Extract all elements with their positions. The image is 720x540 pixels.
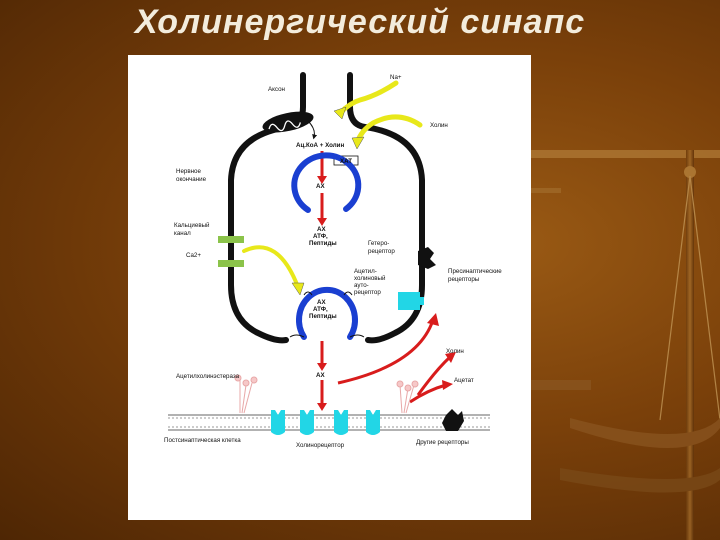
label-ach-cleft: АХ — [316, 372, 325, 379]
label-vesicle1-2: АТФ, — [313, 233, 328, 240]
label-ca-ion: Ca2+ — [186, 252, 201, 259]
label-presyn-1: Пресинаптические — [448, 268, 502, 275]
label-choline-in: Холин — [430, 122, 448, 129]
label-na: Na+ — [390, 74, 402, 81]
cholinergic-synapse-diagram: Аксон Na+ Холин Ац.КоА + Холин ХАТ Нервн… — [164, 72, 502, 449]
ca-influx-arrow — [242, 245, 300, 289]
label-axon: Аксон — [268, 86, 285, 93]
cholinoreceptors — [271, 410, 380, 435]
label-nerve-ending-1: Нервное — [176, 168, 201, 175]
label-hetero-2: рецептор — [368, 248, 395, 255]
label-vesicle2-1: АХ — [317, 299, 326, 306]
acetylcholinesterase-molecules — [234, 374, 419, 414]
label-auto-4: рецептор — [354, 289, 381, 296]
calcium-channel-top — [218, 236, 244, 243]
synaptic-vesicle-2 — [296, 286, 358, 340]
slide-title: Холинергический синапс — [134, 3, 586, 41]
label-vesicle1-1: АХ — [317, 226, 326, 233]
label-vesicle2-2: АТФ, — [313, 306, 328, 313]
synaptic-vesicle-1 — [291, 152, 362, 213]
label-ca-channel-1: Кальциевый — [174, 222, 210, 229]
postsynaptic-membrane — [168, 414, 490, 431]
label-vesicle2-3: Пептиды — [309, 313, 337, 320]
label-vesicle1-3: Пептиды — [309, 240, 337, 247]
presynaptic-membrane-right — [347, 72, 425, 344]
ach-to-autoreceptor-arrow — [337, 319, 435, 385]
label-acetylcholinesterase: Ацетилхолинэстераза — [176, 373, 240, 380]
label-acetate: Ацетат — [454, 377, 474, 384]
choline-uptake-arrow — [355, 114, 423, 143]
label-hetero-1: Гетеро- — [368, 240, 389, 247]
label-auto-2: холиновый — [354, 275, 386, 282]
diagram-panel: Аксон Na+ Холин Ац.КоА + Холин ХАТ Нервн… — [128, 55, 531, 520]
label-auto-3: ауто- — [354, 282, 369, 289]
label-nerve-ending-2: окончание — [176, 176, 207, 183]
acetate-arrow — [409, 383, 447, 404]
mitochondrion — [262, 111, 314, 133]
label-postsyn-cell: Постсинаптическая клетка — [164, 437, 241, 444]
label-acetyl-coa: Ац.КоА + Холин — [296, 142, 344, 149]
label-other-receptors: Другие рецепторы — [416, 439, 469, 446]
label-ca-channel-2: канал — [174, 230, 191, 237]
label-choline-out: Холин — [446, 348, 464, 355]
label-cholinoreceptor: Холинорецептор — [296, 442, 345, 449]
heteroreceptor — [418, 247, 436, 269]
choline-out-arrow — [416, 355, 452, 396]
label-ach-top: АХ — [316, 183, 325, 190]
ach-autoreceptor — [398, 292, 424, 310]
label-auto-1: Ацетил- — [354, 268, 377, 275]
label-chat: ХАТ — [340, 158, 352, 165]
other-receptor — [442, 409, 464, 431]
calcium-channel-bottom — [218, 260, 244, 267]
label-presyn-2: рецепторы — [448, 276, 480, 283]
